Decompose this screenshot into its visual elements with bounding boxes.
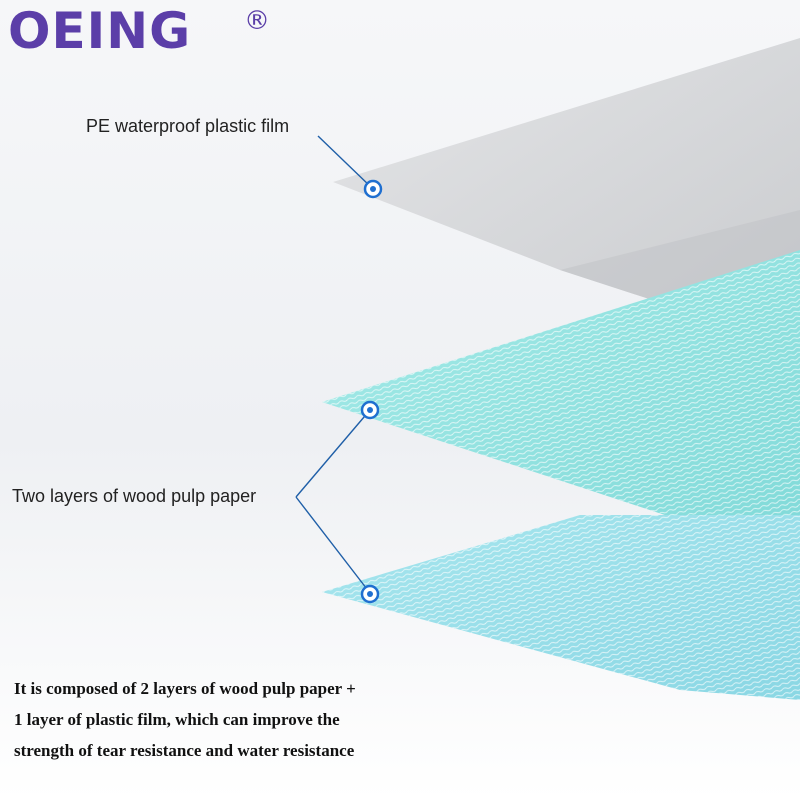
pe-film-label: PE waterproof plastic film: [86, 116, 290, 136]
description-line: 1 layer of plastic film, which can impro…: [14, 710, 340, 729]
composition-description: It is composed of 2 layers of wood pulp …: [14, 673, 356, 766]
wood-pulp-pointer-line-upper: [295, 409, 371, 498]
brand-logo: OEING: [8, 2, 192, 60]
wood-pulp-sheet-lower-texture: [322, 515, 800, 700]
wood-pulp-marker-upper: [360, 400, 380, 420]
description-line: It is composed of 2 layers of wood pulp …: [14, 679, 356, 698]
description-line: strength of tear resistance and water re…: [14, 741, 355, 760]
pe-film-marker: [363, 179, 383, 199]
registered-trademark-icon: ®: [244, 6, 270, 36]
wood-pulp-pointer-line-lower: [295, 496, 371, 594]
wood-pulp-label: Two layers of wood pulp paper: [12, 486, 257, 506]
wood-pulp-marker-lower: [360, 584, 380, 604]
pe-film-pointer-line: [317, 135, 373, 189]
wood-pulp-sheet-upper-texture: [322, 250, 800, 570]
